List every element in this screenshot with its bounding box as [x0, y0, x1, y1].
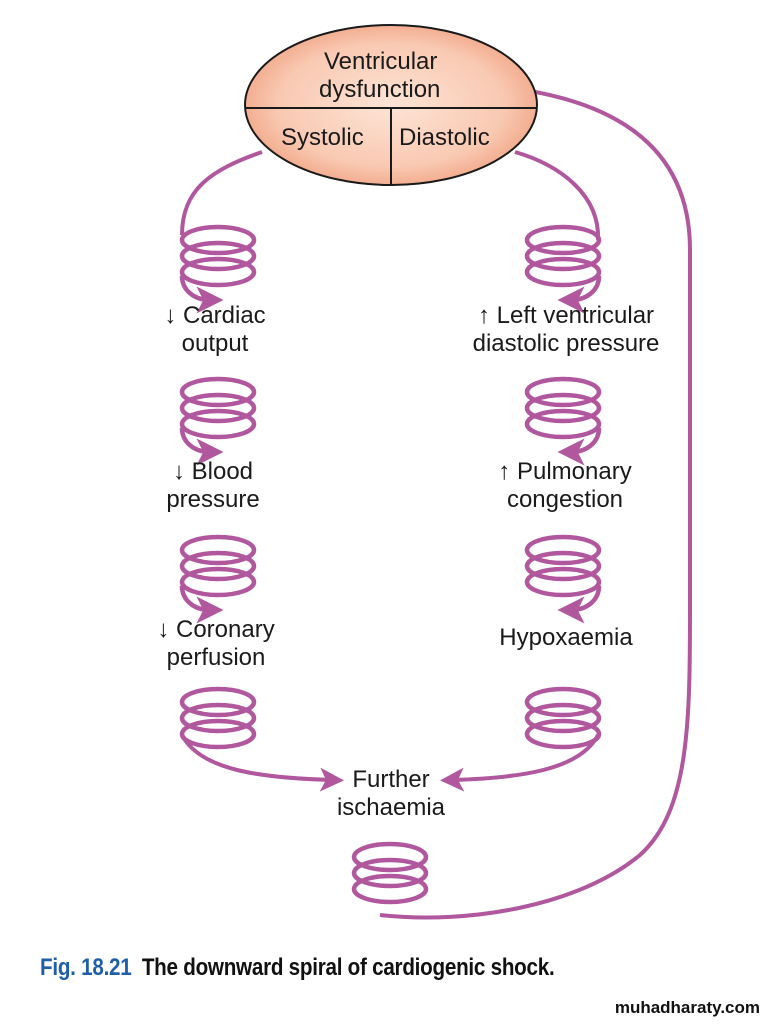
spiral-arrow: [557, 427, 602, 466]
node-line2: perfusion: [166, 644, 266, 671]
spiral-loop: [179, 392, 257, 424]
oval-diastolic: Diastolic: [399, 124, 490, 151]
spiral-loop: [524, 392, 602, 424]
spiral-loop: [524, 702, 602, 734]
node-line2: pressure: [166, 486, 260, 513]
spiral-loop: [524, 256, 602, 288]
spiral-loop: [524, 566, 602, 598]
spiral-loop: [351, 857, 429, 889]
right-node-pulmonary-congestion: ↑ Pulmonary congestion: [498, 458, 631, 514]
diastolic-connector: [514, 150, 601, 241]
spiral-arrow: [179, 585, 224, 624]
spiral-left-4: [179, 686, 257, 750]
ventricular-dysfunction-oval: [244, 24, 538, 186]
spiral-arrow: [557, 275, 602, 314]
spiral-right-3: [524, 534, 602, 624]
node-line1: ↑ Pulmonary: [498, 458, 632, 485]
spiral-loop: [524, 240, 602, 272]
spiral-loop: [524, 534, 602, 566]
spiral-bottom: [351, 841, 429, 905]
spiral-loop: [179, 566, 257, 598]
node-line1: ↓ Blood: [172, 458, 254, 485]
spiral-loop: [179, 240, 257, 272]
spiral-loop: [524, 550, 602, 582]
oval-title-line1: Ventricular: [324, 48, 438, 75]
spiral-right-2: [524, 376, 602, 466]
node-line1: Further: [352, 766, 430, 793]
spiral-loop: [179, 718, 257, 750]
node-line2: congestion: [506, 486, 624, 513]
oval-title-line2: dysfunction: [319, 76, 441, 103]
node-line1: ↓ Cardiac: [164, 302, 266, 329]
left-node-blood-pressure: ↓ Blood pressure: [166, 458, 259, 514]
left-node-cardiac-output: ↓ Cardiac output: [164, 302, 265, 358]
watermark: muhadharaty.com: [614, 998, 760, 1017]
node-line2: ischaemia: [336, 794, 446, 821]
node-line2: output: [181, 330, 249, 357]
spiral-loop: [179, 550, 257, 582]
feedback-loop-arrow: [379, 73, 692, 920]
spiral-loop: [179, 376, 257, 408]
spiral-loop: [524, 376, 602, 408]
spiral-arrow: [557, 585, 602, 624]
oval-systolic: Systolic: [281, 124, 364, 151]
spiral-loop: [179, 408, 257, 440]
left-node-coronary-perfusion: ↓ Coronary perfusion: [157, 616, 274, 672]
systolic-connector: [180, 150, 263, 236]
node-line1: ↓ Coronary: [157, 616, 275, 643]
figure-title: The downward spiral of cardiogenic shock…: [141, 954, 555, 981]
spiral-left-3: [179, 534, 257, 624]
node-line1: ↑ Left ventricular: [477, 302, 655, 329]
spiral-loop: [524, 718, 602, 750]
spiral-arrow: [179, 275, 224, 314]
spiral-arrow: [179, 427, 224, 466]
spiral-right-1: [524, 224, 602, 314]
figure-number: Fig. 18.21: [40, 954, 132, 981]
spiral-loop: [179, 702, 257, 734]
spiral-loop: [179, 224, 257, 256]
spiral-loop: [524, 224, 602, 256]
spiral-left-2: [179, 376, 257, 466]
spiral-loop: [179, 256, 257, 288]
figure-caption: Fig. 18.21 The downward spiral of cardiog…: [40, 954, 555, 982]
spiral-loop: [351, 873, 429, 905]
right-node-lv-diastolic-pressure: ↑ Left ventricular diastolic pressure: [473, 302, 660, 358]
right-node-hypoxaemia: Hypoxaemia: [499, 624, 632, 652]
spiral-left-1: [179, 224, 257, 314]
spiral-loop: [179, 534, 257, 566]
spiral-right-4: [524, 686, 602, 750]
spiral-loop: [524, 686, 602, 718]
left-to-ischaemia-arrow: [180, 734, 344, 792]
further-ischaemia-node: Further ischaemia: [337, 766, 445, 822]
spiral-loop: [351, 841, 429, 873]
spiral-loop: [524, 408, 602, 440]
spiral-loop: [179, 686, 257, 718]
node-line1: Hypoxaemia: [499, 624, 633, 651]
node-line2: diastolic pressure: [472, 330, 660, 357]
right-to-ischaemia-arrow: [440, 734, 600, 792]
